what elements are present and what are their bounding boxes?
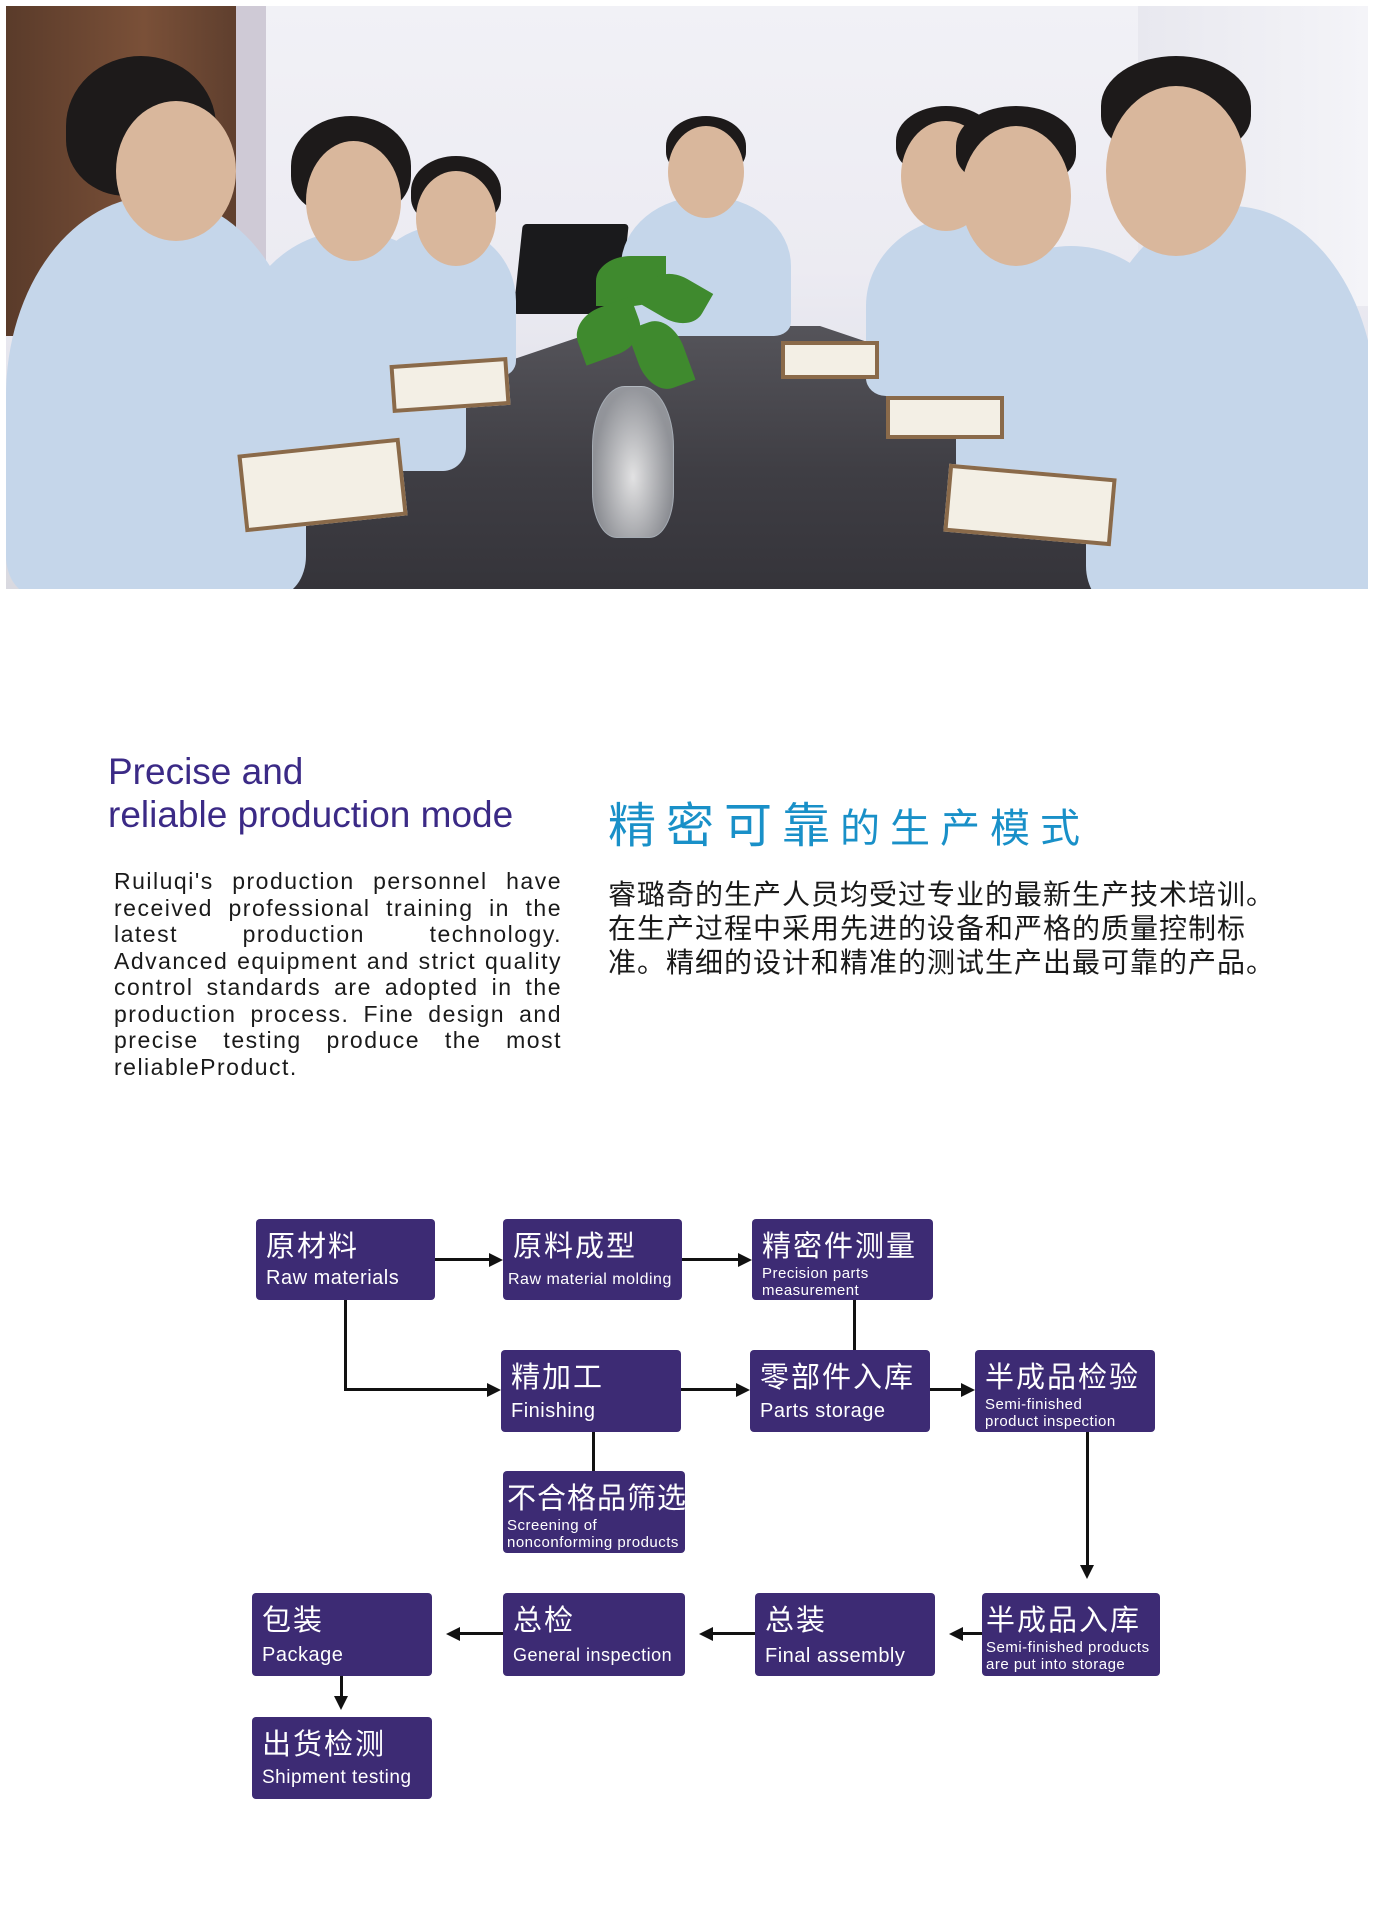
flow-label-cn: 精加工 [511,1360,605,1394]
english-description: Ruiluqi's production personnel have rece… [114,868,562,1080]
flow-box-raw-materials: 原材料 Raw materials [256,1219,435,1300]
flow-box-semi-finished-storage: 半成品入库 Semi-finished products are put int… [982,1593,1160,1676]
flow-arrow [961,1383,975,1397]
photo-head [961,126,1071,266]
photo-head [1106,86,1246,256]
flow-connector [340,1676,343,1696]
flow-label-en: Semi-finished products are put into stor… [986,1639,1150,1673]
chinese-title: 精密可靠的生产模式 [608,786,1090,856]
flow-arrow [1080,1565,1094,1579]
flow-box-package: 包装 Package [252,1593,432,1676]
flow-connector [344,1300,347,1390]
meeting-photo [6,6,1368,589]
flow-box-shipment-testing: 出货检测 Shipment testing [252,1717,432,1799]
flow-label-en: Shipment testing [262,1767,412,1788]
flow-label-en: Precision parts measurement [762,1265,869,1299]
flow-arrow [949,1627,963,1641]
flow-connector [930,1388,961,1391]
flow-arrow [334,1696,348,1710]
flow-connector [681,1388,736,1391]
flow-label-cn: 半成品入库 [986,1603,1142,1637]
flow-connector [1086,1432,1089,1565]
flow-box-parts-storage: 零部件入库 Parts storage [750,1350,930,1432]
flow-arrow [446,1627,460,1641]
flow-connector [682,1258,738,1261]
flow-arrow [736,1383,750,1397]
flow-label-cn: 不合格品筛选 [507,1481,685,1515]
flow-label-cn: 包装 [262,1603,325,1637]
photo-person [1086,206,1368,589]
chinese-title-main: 精密可靠 [608,798,841,854]
flow-label-cn: 零部件入库 [760,1360,916,1394]
flow-connector [713,1632,755,1635]
flow-connector [592,1432,595,1471]
flow-box-general-inspection: 总检 General inspection [503,1593,685,1676]
flow-arrow [699,1627,713,1641]
flow-box-finishing: 精加工 Finishing [501,1350,681,1432]
photo-notepad [886,396,1004,439]
photo-glass-vase [592,386,674,538]
photo-notepad [943,463,1117,547]
flow-label-en: Raw materials [266,1267,400,1289]
flow-label-en: General inspection [513,1645,673,1665]
flow-arrow [487,1383,501,1397]
chinese-description: 睿璐奇的生产人员均受过专业的最新生产技术培训。在生产过程中采用先进的设备和严格的… [608,878,1276,979]
flow-label-en: Parts storage [760,1400,886,1422]
flow-box-raw-material-molding: 原料成型 Raw material molding [503,1219,682,1300]
flow-connector [460,1632,503,1635]
english-title-line2: reliable production mode [108,794,514,835]
flow-label-en: Raw material molding [508,1271,672,1288]
flow-label-cn: 原料成型 [513,1229,638,1263]
flow-label-cn: 出货检测 [262,1727,387,1761]
flow-label-en: Semi-finished product inspection [985,1396,1116,1430]
flow-label-en: Screening of nonconforming products [507,1517,679,1551]
flow-label-cn: 原材料 [266,1229,360,1263]
flow-label-cn: 半成品检验 [985,1360,1141,1394]
english-title: Precise and reliable production mode [108,750,513,836]
flow-connector [963,1632,982,1635]
flow-connector [853,1300,856,1350]
photo-head [668,126,744,218]
flow-connector [435,1258,489,1261]
flow-label-en: Package [262,1644,344,1666]
flow-connector [344,1388,487,1391]
flow-box-precision-parts: 精密件测量 Precision parts measurement [752,1219,933,1300]
photo-head [416,171,496,266]
chinese-title-rest: 的生产模式 [840,806,1091,852]
photo-notepad [781,341,879,379]
flow-arrow [489,1253,503,1267]
flow-box-semi-finished-inspection: 半成品检验 Semi-finished product inspection [975,1350,1155,1432]
photo-head [116,101,236,241]
flow-label-cn: 总装 [765,1603,828,1637]
flow-box-screening: 不合格品筛选 Screening of nonconforming produc… [503,1471,685,1553]
flow-label-en: Finishing [511,1400,596,1422]
flow-arrow [738,1253,752,1267]
flow-label-en: Final assembly [765,1645,906,1667]
photo-notepad [389,356,511,414]
photo-head [306,141,401,261]
flow-box-final-assembly: 总装 Final assembly [755,1593,935,1676]
english-title-line1: Precise and [108,751,304,792]
flow-label-cn: 总检 [513,1603,576,1637]
flow-label-cn: 精密件测量 [762,1229,918,1263]
